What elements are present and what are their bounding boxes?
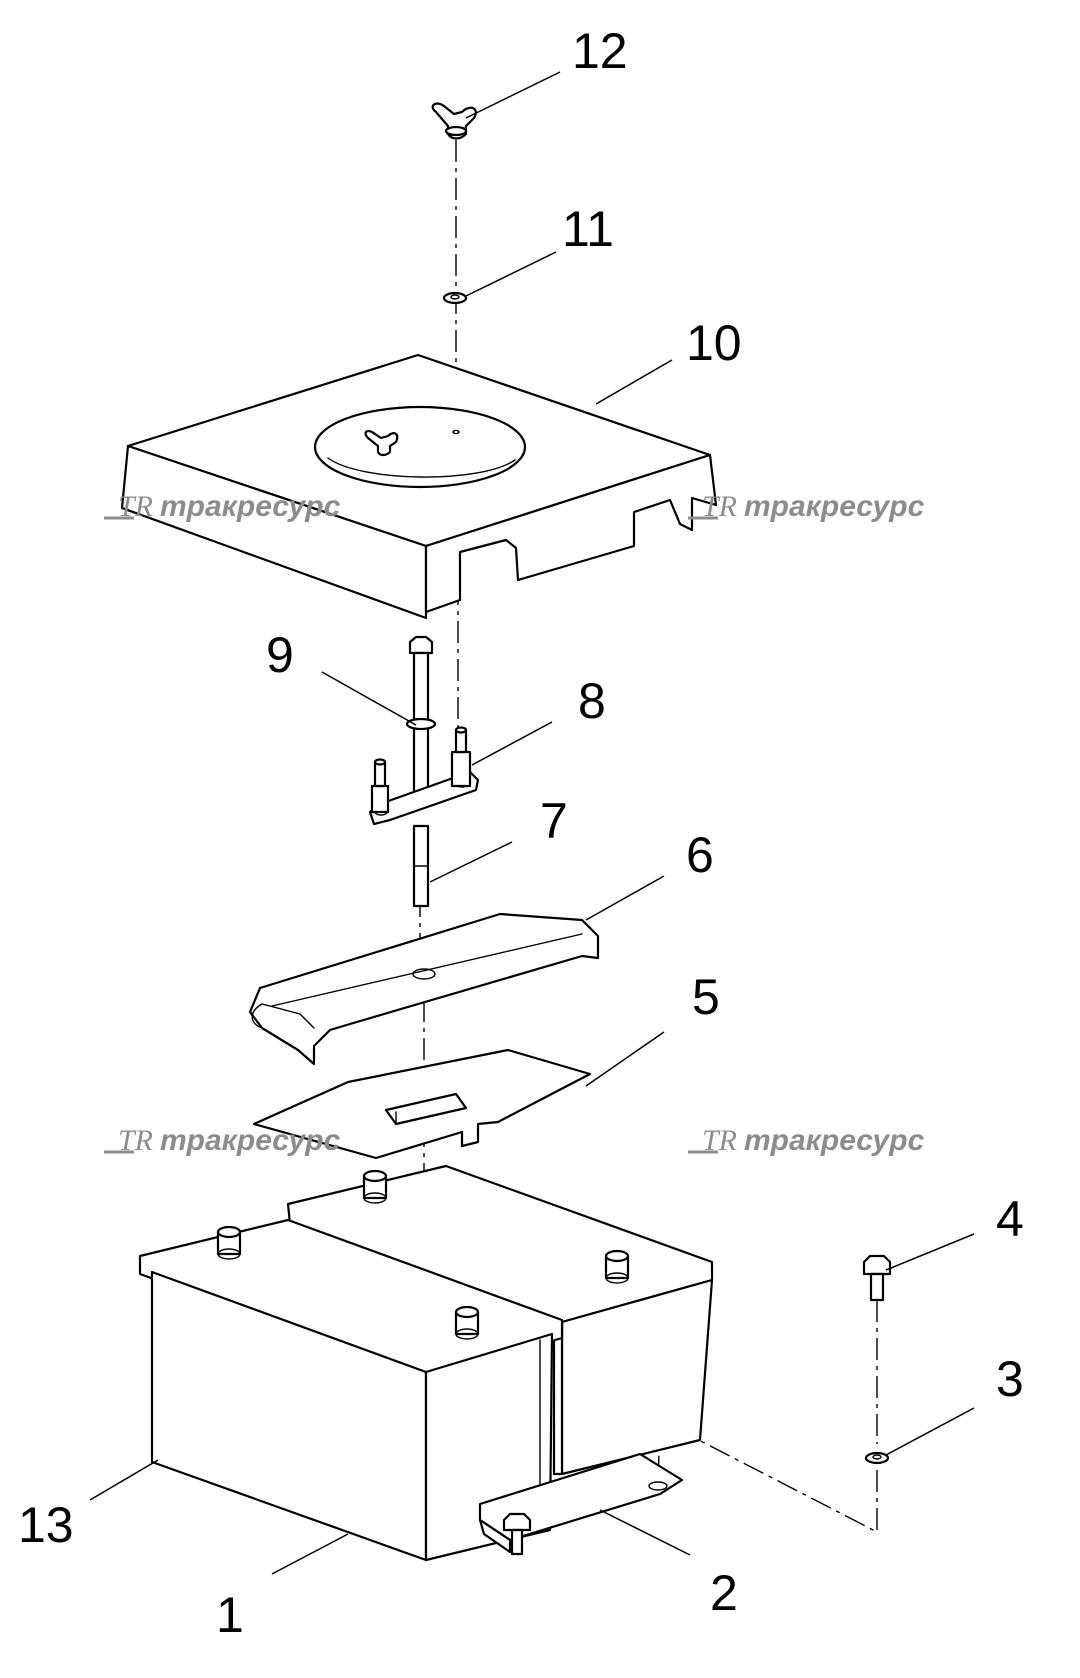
watermark-text: тракресурс [160,490,341,523]
watermark-top-left: TR тракресурс [104,490,341,523]
watermark-top-right: TR тракресурс [688,490,925,523]
watermark-logo-icon: TR [118,1124,153,1157]
clamp-plate [248,912,600,1066]
callout-4: 4 [996,1191,1024,1247]
insulating-plate [252,1048,592,1160]
callout-9: 9 [266,627,294,683]
callout-numbers: 12 11 10 9 8 7 6 5 4 3 2 1 13 [18,23,1024,1643]
wing-nut-top [431,102,477,140]
watermark-text: тракресурс [160,1124,341,1157]
callout-6: 6 [686,827,714,883]
callout-2: 2 [710,1565,738,1621]
callout-8: 8 [578,673,606,729]
callout-7: 7 [540,793,568,849]
callout-1: 1 [216,1587,244,1643]
watermark-text: тракресурс [744,490,925,523]
callout-10: 10 [686,315,742,371]
battery-cover [120,353,718,620]
callout-11: 11 [562,201,614,257]
small-bolt [862,1254,892,1302]
watermark-logo-icon: TR [702,490,737,523]
hold-down-bracket [368,726,480,826]
watermark-bottom-right: TR тракресурс [688,1124,925,1157]
callout-12: 12 [572,23,628,79]
long-bolt [405,635,437,801]
callout-13: 13 [18,1497,74,1553]
watermark-logo-icon: TR [702,1124,737,1157]
watermark-logo-icon: TR [118,490,153,523]
mounting-strap [478,1452,684,1556]
watermark-text: тракресурс [744,1124,925,1157]
callout-3: 3 [996,1351,1024,1407]
watermark-bottom-left: TR тракресурс [104,1124,341,1157]
small-washer [864,1451,890,1465]
leader-lines [89,71,975,1575]
washer-top [442,291,468,305]
threaded-rod [412,824,430,908]
battery-front [138,1218,564,1562]
callout-5: 5 [692,969,720,1025]
